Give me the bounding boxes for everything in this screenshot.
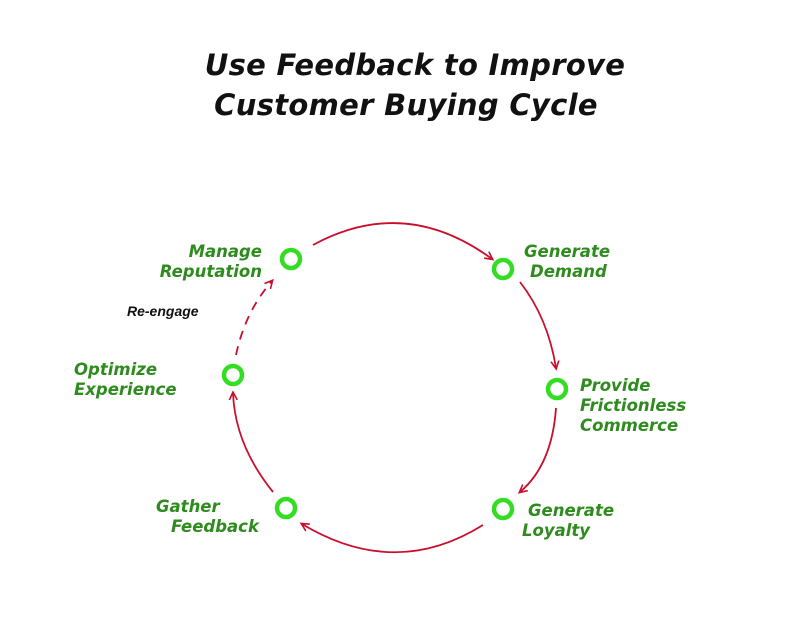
stage-label-optimize-experience: Optimize Experience <box>74 360 177 400</box>
stage-label-manage-reputation: Manage Reputation <box>118 242 262 282</box>
stage-label-line: Manage <box>188 242 262 261</box>
node-optimize-experience <box>221 363 245 387</box>
stage-label-line: Commerce <box>580 416 679 435</box>
node-generate-demand <box>491 257 515 281</box>
node-provide-commerce <box>545 377 569 401</box>
title-line-2: Customer Buying Cycle <box>214 88 598 122</box>
node-generate-loyalty <box>491 497 515 521</box>
arrow-feedback-to-experience <box>233 393 274 493</box>
stage-label-line: Provide <box>580 376 651 395</box>
stage-label-line: Reputation <box>159 262 262 281</box>
stage-label-line: Feedback <box>171 517 259 536</box>
stage-label-line: Experience <box>74 380 177 399</box>
stage-label-generate-demand: Generate Demand <box>524 242 610 282</box>
node-gather-feedback <box>274 496 298 520</box>
title-line-1: Use Feedback to Improve <box>204 48 626 82</box>
stage-label-line: Generate <box>524 242 611 261</box>
node-manage-reputation <box>279 247 303 271</box>
stage-label-gather-feedback: Gather Feedback <box>150 497 280 537</box>
arrow-experience-to-reputation-dashed <box>235 281 272 356</box>
stage-label-line: Optimize <box>74 360 158 379</box>
stage-label-line: Loyalty <box>522 521 591 540</box>
arrow-commerce-to-loyalty <box>520 407 557 492</box>
stage-label-line: Frictionless <box>580 396 687 415</box>
stage-label-line: Demand <box>530 262 607 281</box>
stage-label-provide-commerce: Provide Frictionless Commerce <box>580 376 686 436</box>
arrow-demand-to-commerce <box>519 281 556 368</box>
stage-label-line: Gather <box>156 497 220 516</box>
arrow-loyalty-to-feedback <box>302 524 484 554</box>
reengage-label: Re-engage <box>127 303 199 319</box>
stage-label-line: Generate <box>528 501 615 520</box>
stage-label-generate-loyalty: Generate Loyalty <box>522 501 614 541</box>
arrow-manage-to-demand <box>312 222 492 259</box>
